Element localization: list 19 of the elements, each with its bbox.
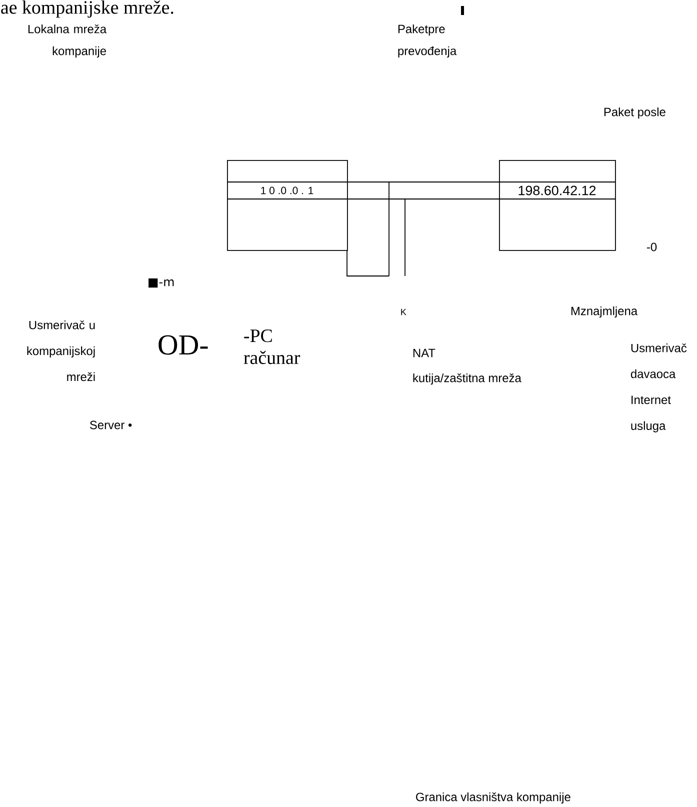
device-label: Usmerivač u kompanijskoj mreži	[27, 320, 95, 382]
device-label: OD-	[158, 335, 208, 355]
packet-label: Paketpre prevođenja	[398, 24, 457, 58]
packet-label: Paket posle	[604, 107, 666, 119]
device-label: -PC računar	[244, 329, 300, 364]
area-label: Lokalna mreža kompanije	[28, 24, 107, 58]
connector-line	[347, 198, 500, 200]
boundary-label: Granica vlasništva kompanije	[416, 792, 570, 804]
packet-table: 198.60.42.12	[498, 160, 616, 251]
mark-text: -0	[646, 242, 657, 252]
caption-text: ae kompanijske mreže.	[1, 0, 174, 18]
device-label: NAT	[413, 348, 436, 358]
mark-text: ■-m	[148, 278, 174, 288]
device-label: Server •	[90, 420, 132, 430]
area-label: Mznajmljena	[571, 306, 638, 318]
packet-table: 1 0 .0 .0 . 1	[226, 160, 348, 251]
mark-text: K	[401, 308, 406, 316]
device-label: Usmerivač davaoca Internet usluga	[630, 343, 687, 432]
device-label: kutija/zaštitna mreža	[413, 373, 522, 385]
